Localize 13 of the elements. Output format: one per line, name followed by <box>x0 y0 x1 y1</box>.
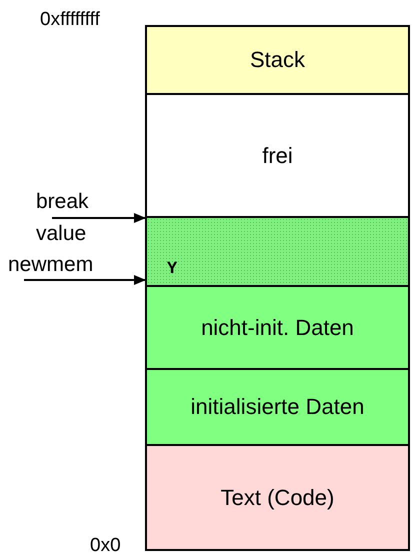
bss-segment: nicht-init. Daten <box>145 285 410 370</box>
variable-name: Y <box>167 260 178 279</box>
text-segment: Text (Code) <box>145 444 410 551</box>
pointer-label: break value <box>36 186 116 250</box>
address-label: 0x0 <box>90 534 121 558</box>
data-segment: initialisierte Daten <box>145 368 410 446</box>
stack-segment: Stack <box>145 25 410 95</box>
pointer-arrow <box>24 275 146 285</box>
pointer-label: newmem <box>8 253 130 277</box>
pointer-arrow <box>52 213 146 223</box>
free-segment: frei <box>145 93 410 218</box>
address-label: 0xffffffff <box>40 8 100 32</box>
heap-segment <box>145 216 410 287</box>
